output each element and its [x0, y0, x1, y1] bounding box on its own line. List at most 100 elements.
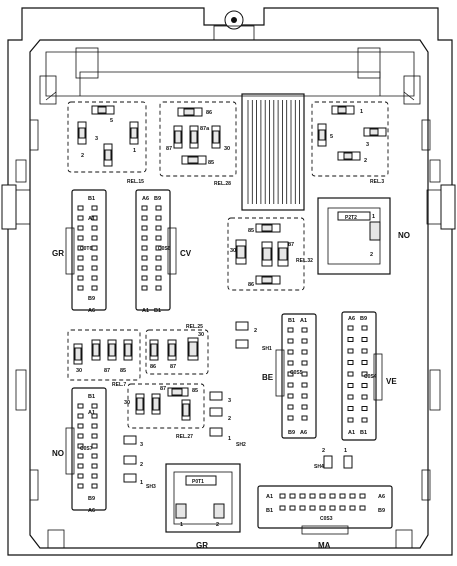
pin-cavity: [141, 235, 148, 241]
rel27-label: REL.27: [176, 434, 193, 440]
pin-cavity: [301, 415, 308, 421]
rel15-pin-3: 3: [95, 136, 98, 142]
svg-text:2: 2: [322, 448, 325, 454]
connector-be: C0S5 B1 A1 B9 A6 BE: [262, 313, 317, 439]
pin-cavity: [141, 225, 148, 231]
ma-pin-a6: A6: [378, 494, 385, 500]
pin-cavity: [77, 463, 84, 469]
pin-cavity: [287, 382, 294, 388]
pin-cavity: [77, 285, 84, 291]
pin-cavity: [77, 413, 84, 419]
cv-pin-b9: B9: [154, 196, 161, 202]
cv-pin-b1: B1: [154, 308, 161, 314]
connector-no-left: C0S7 B1 A1 B9 A6 NO: [52, 387, 107, 514]
rel3-pin-2: 2: [364, 158, 367, 164]
pin-cavity: [77, 453, 84, 459]
pin-cavity: [91, 205, 98, 211]
pin-cavity: [339, 493, 346, 499]
gr-left-code: C0T6: [80, 246, 92, 252]
pin-cavity: [361, 417, 368, 423]
pin-cavity: [155, 225, 162, 231]
rel32-pin-87: 87: [288, 242, 294, 248]
pin-cavity: [301, 371, 308, 377]
pin-cavity: [77, 205, 84, 211]
gr-left-pin-b9: B9: [88, 296, 95, 302]
ve-pin-b9: B9: [360, 316, 367, 322]
pin-cavity: [301, 327, 308, 333]
connector-no-right: P2T2 1 2 NO: [317, 197, 410, 275]
pin-cavity: [77, 483, 84, 489]
connector-gr-left: C0T6 B1 A1 B9 A6 GR: [52, 189, 107, 314]
shunt-sh1: 2 SH1: [235, 321, 272, 352]
pin-cavity: [155, 235, 162, 241]
pin-cavity: [349, 493, 356, 499]
pin-cavity: [279, 505, 286, 511]
rel25-pin-86: 86: [150, 364, 156, 370]
pin-cavity: [91, 453, 98, 459]
shunt-sh2: 3 2 1 SH2: [209, 391, 246, 448]
no-right-pin-1: 1: [372, 214, 375, 220]
pin-cavity: [77, 225, 84, 231]
gr-bottom-name: GR: [196, 541, 208, 550]
pin-cavity: [141, 215, 148, 221]
connector-ma: C0S3 A1 A6 B1 B9 MA: [257, 485, 393, 550]
rel32-pin-30: 30: [230, 248, 236, 254]
pin-cavity: [77, 255, 84, 261]
rel32-pin-86: 86: [248, 282, 254, 288]
be-pin-a6: A6: [300, 430, 307, 436]
pin-cavity: [339, 505, 346, 511]
pin-cavity: [141, 245, 148, 251]
pin-cavity: [287, 349, 294, 355]
rel25-label: REL.25: [186, 324, 203, 330]
svg-text:1: 1: [344, 448, 347, 454]
sh4-label: SH4: [314, 464, 324, 470]
pin-cavity: [347, 325, 354, 331]
pin-cavity: [91, 265, 98, 271]
be-name: BE: [262, 373, 274, 382]
pin-cavity: [361, 348, 368, 354]
pin-cavity: [347, 348, 354, 354]
svg-text:1: 1: [228, 436, 231, 442]
rel15-pin-5: 5: [110, 118, 113, 124]
pin-cavity: [91, 215, 98, 221]
relay-rel3: 1 5 3 2 REL.3: [311, 101, 389, 185]
pin-cavity: [91, 443, 98, 449]
pin-cavity: [361, 406, 368, 411]
rel32-label: REL.32: [296, 258, 313, 264]
pin-cavity: [361, 325, 368, 331]
pin-cavity: [347, 383, 354, 388]
be-code: C0S5: [290, 370, 303, 376]
housing: [1, 7, 456, 556]
ve-pin-a6: A6: [348, 316, 355, 322]
rel3-label: REL.3: [370, 179, 384, 185]
pin-cavity: [359, 493, 366, 499]
pin-cavity: [91, 433, 98, 439]
pin-cavity: [91, 285, 98, 291]
pin-cavity: [77, 245, 84, 251]
pin-cavity: [347, 394, 354, 400]
pin-cavity: [319, 493, 326, 499]
pin-cavity: [77, 423, 84, 429]
pin-cavity: [347, 406, 354, 411]
gr-bottom-code: P0T1: [192, 479, 204, 485]
pin-cavity: [77, 235, 84, 241]
gr-left-pin-a6: A6: [88, 308, 95, 314]
pin-cavity: [279, 493, 286, 499]
no-left-name: NO: [52, 449, 64, 458]
pin-cavity: [349, 505, 356, 511]
svg-text:3: 3: [140, 442, 143, 448]
rel28-pin-87a: 87a: [200, 126, 210, 132]
pin-cavity: [361, 371, 368, 377]
ve-pin-b1: B1: [360, 430, 367, 436]
pin-cavity: [77, 265, 84, 271]
pin-cavity: [287, 415, 294, 421]
pin-cavity: [77, 403, 84, 409]
pin-cavity: [287, 393, 294, 399]
pin-cavity: [91, 463, 98, 469]
no-right-pin-2: 2: [370, 252, 373, 258]
pin-cavity: [347, 337, 354, 342]
pin-cavity: [301, 393, 308, 399]
svg-text:1: 1: [140, 480, 143, 486]
rel28-pin-30: 30: [224, 146, 230, 152]
rel28-pin-86: 86: [206, 110, 212, 116]
